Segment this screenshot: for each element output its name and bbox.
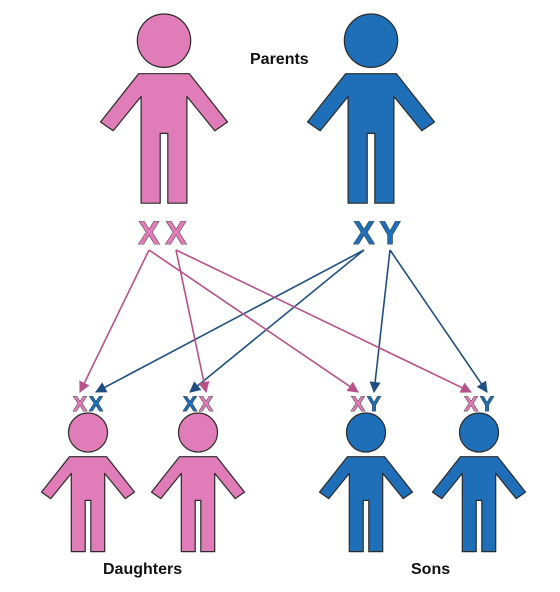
child-2-chromosome-x-mother: X [199,393,213,416]
daughter-figure-1-head [67,412,109,453]
father-figure-body [306,73,436,204]
mother-figure [99,13,229,204]
son-figure-1 [318,412,414,553]
child-1-chromosome-x-father: X [89,393,103,416]
arrow-mother-to-child-3 [148,249,359,393]
child-2-chromosome-x-father: X [183,393,197,416]
child-1-chromosome-x-mother: X [73,393,87,416]
father-figure-head [343,13,399,68]
arrow-father-to-child-2 [189,249,365,393]
mother-figure-body [99,73,229,204]
child-4-chromosome-y-father: Y [480,393,494,416]
daughter-figure-2-head [177,412,219,453]
mother-figure-head [136,13,192,68]
people-figures [40,13,527,553]
child-3-chromosome-x-mother: X [351,393,365,416]
father-chromosome-x1: X [353,215,375,251]
arrow-father-to-child-4 [389,249,488,393]
inheritance-arrows [79,249,488,394]
daughter-figure-2-body [150,456,246,553]
mother-chromosome-x1: X [138,215,160,251]
daughters-label: Daughters [103,561,182,578]
arrow-mother-to-child-4 [175,249,473,393]
father-chromosome-y2: Y [379,215,400,251]
arrow-mother-to-child-2 [175,249,210,394]
son-figure-1-body [318,456,414,553]
son-figure-2 [431,412,527,553]
daughter-figure-1-body [40,456,136,553]
arrow-mother-to-child-1 [79,249,150,394]
parents-label: Parents [250,51,309,68]
son-figure-2-body [431,456,527,553]
son-figure-1-head [345,412,387,453]
arrow-father-to-child-1 [95,249,365,393]
son-figure-2-head [458,412,500,453]
father-figure [306,13,436,204]
sons-label: Sons [411,561,450,578]
daughter-figure-2 [150,412,246,553]
arrow-father-to-child-3 [369,249,391,394]
daughter-figure-1 [40,412,136,553]
child-4-chromosome-x-mother: X [464,393,478,416]
mother-chromosome-x2: X [165,215,187,251]
child-3-chromosome-y-father: Y [367,393,381,416]
